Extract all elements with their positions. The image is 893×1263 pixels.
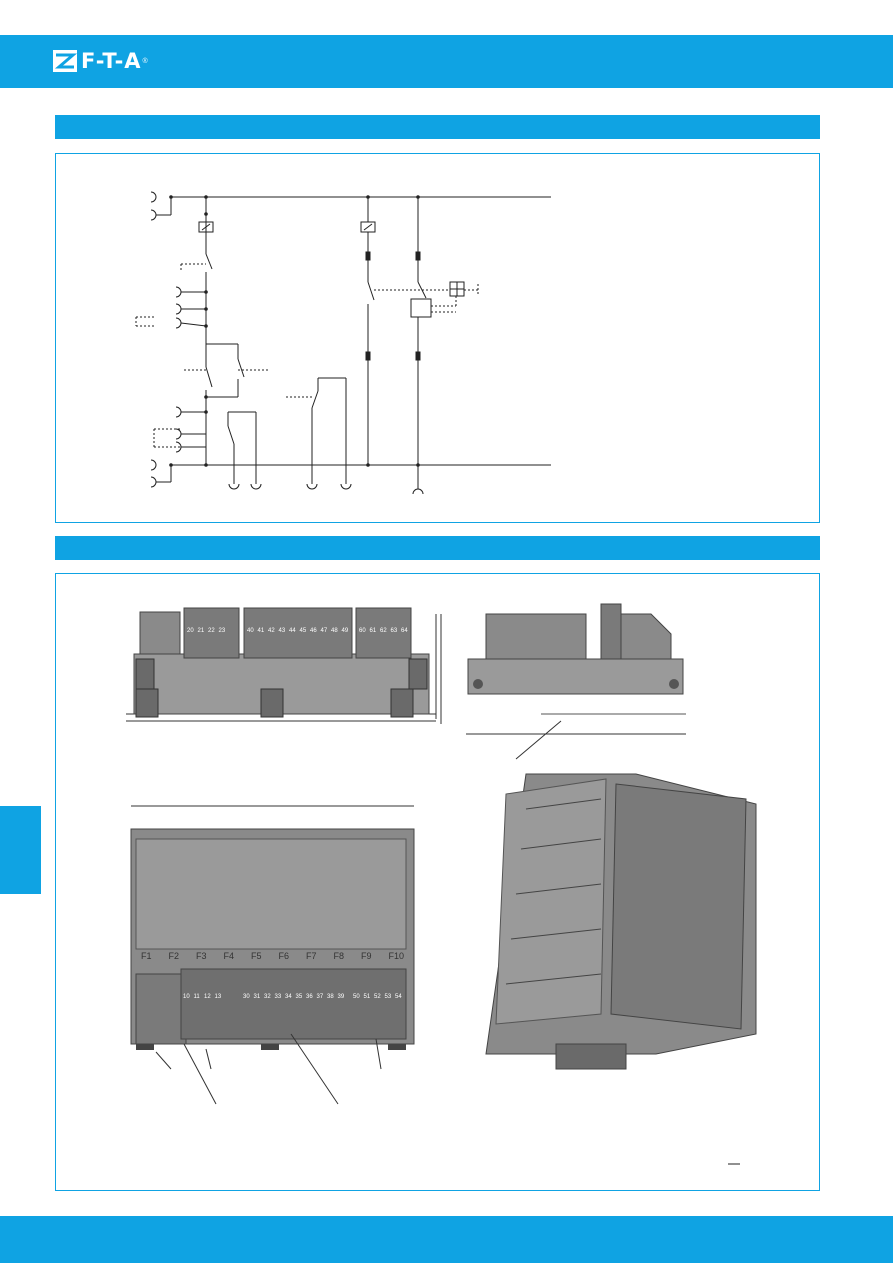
terminal-number: 64 xyxy=(401,628,408,634)
terminal-number: 21 xyxy=(198,628,205,634)
front-view-drawing xyxy=(126,607,437,722)
terminal-number: 36 xyxy=(306,994,313,1000)
fuse-label: F10 xyxy=(389,951,405,961)
fuse-label: F9 xyxy=(361,951,372,961)
terminal-number: 32 xyxy=(264,994,271,1000)
terminal-number: 34 xyxy=(285,994,292,1000)
terminal-number: 43 xyxy=(279,628,286,634)
terminal-number: 11 xyxy=(194,994,201,1000)
terminal-number: 53 xyxy=(385,994,392,1000)
terminal-number: 41 xyxy=(258,628,265,634)
terminal-number: 54 xyxy=(395,994,402,1000)
fuse-label: F8 xyxy=(334,951,345,961)
logo-mark-icon xyxy=(53,50,77,72)
terminal-number: 12 xyxy=(204,994,211,1000)
section-bar-dimensions xyxy=(55,536,820,560)
terminal-number: 10 xyxy=(183,994,190,1000)
terminal-number: 50 xyxy=(353,994,360,1000)
terminal-number: 62 xyxy=(380,628,387,634)
terminal-number: 51 xyxy=(364,994,371,1000)
terminal-number: 37 xyxy=(317,994,324,1000)
brand-logo: F-T-A® xyxy=(53,49,148,73)
section-bar-circuit xyxy=(55,115,820,139)
terminal-number: 30 xyxy=(243,994,250,1000)
terminal-number: 47 xyxy=(321,628,328,634)
brand-name: F-T-A xyxy=(81,49,142,73)
circuit-diagram xyxy=(135,191,551,495)
circuit-diagram-panel xyxy=(55,153,820,523)
footer-bar xyxy=(0,1216,893,1263)
terminal-number: 61 xyxy=(370,628,377,634)
top-view-drawing xyxy=(130,805,415,1050)
side-view-drawing xyxy=(440,603,686,760)
terminal-number: 38 xyxy=(327,994,334,1000)
fuse-label: F3 xyxy=(196,951,207,961)
terminal-number: 13 xyxy=(215,994,222,1000)
terminal-number: 23 xyxy=(219,628,226,634)
terminal-number: 31 xyxy=(254,994,261,1000)
terminal-number: 39 xyxy=(338,994,345,1000)
terminal-number: 46 xyxy=(310,628,317,634)
header-bar xyxy=(0,35,893,88)
terminal-number: 45 xyxy=(300,628,307,634)
terminal-number: 35 xyxy=(296,994,303,1000)
terminal-number: 52 xyxy=(374,994,381,1000)
fuse-label: F6 xyxy=(279,951,290,961)
fuse-label: F2 xyxy=(169,951,180,961)
terminal-number: 44 xyxy=(289,628,296,634)
registered-mark: ® xyxy=(142,57,148,65)
terminal-number: 63 xyxy=(391,628,398,634)
fuse-label: F1 xyxy=(141,951,152,961)
terminal-number: 20 xyxy=(187,628,194,634)
fuse-label: F5 xyxy=(251,951,262,961)
terminal-number: 40 xyxy=(247,628,254,634)
terminal-number: 33 xyxy=(275,994,282,1000)
terminal-number: 49 xyxy=(342,628,349,634)
terminal-number: 42 xyxy=(268,628,275,634)
fuse-label: F7 xyxy=(306,951,317,961)
terminal-number: 22 xyxy=(208,628,215,634)
side-tab xyxy=(0,806,41,894)
terminal-number: 48 xyxy=(331,628,338,634)
terminal-number: 60 xyxy=(359,628,366,634)
fuse-label: F4 xyxy=(224,951,235,961)
isometric-view-drawing xyxy=(485,773,757,1070)
